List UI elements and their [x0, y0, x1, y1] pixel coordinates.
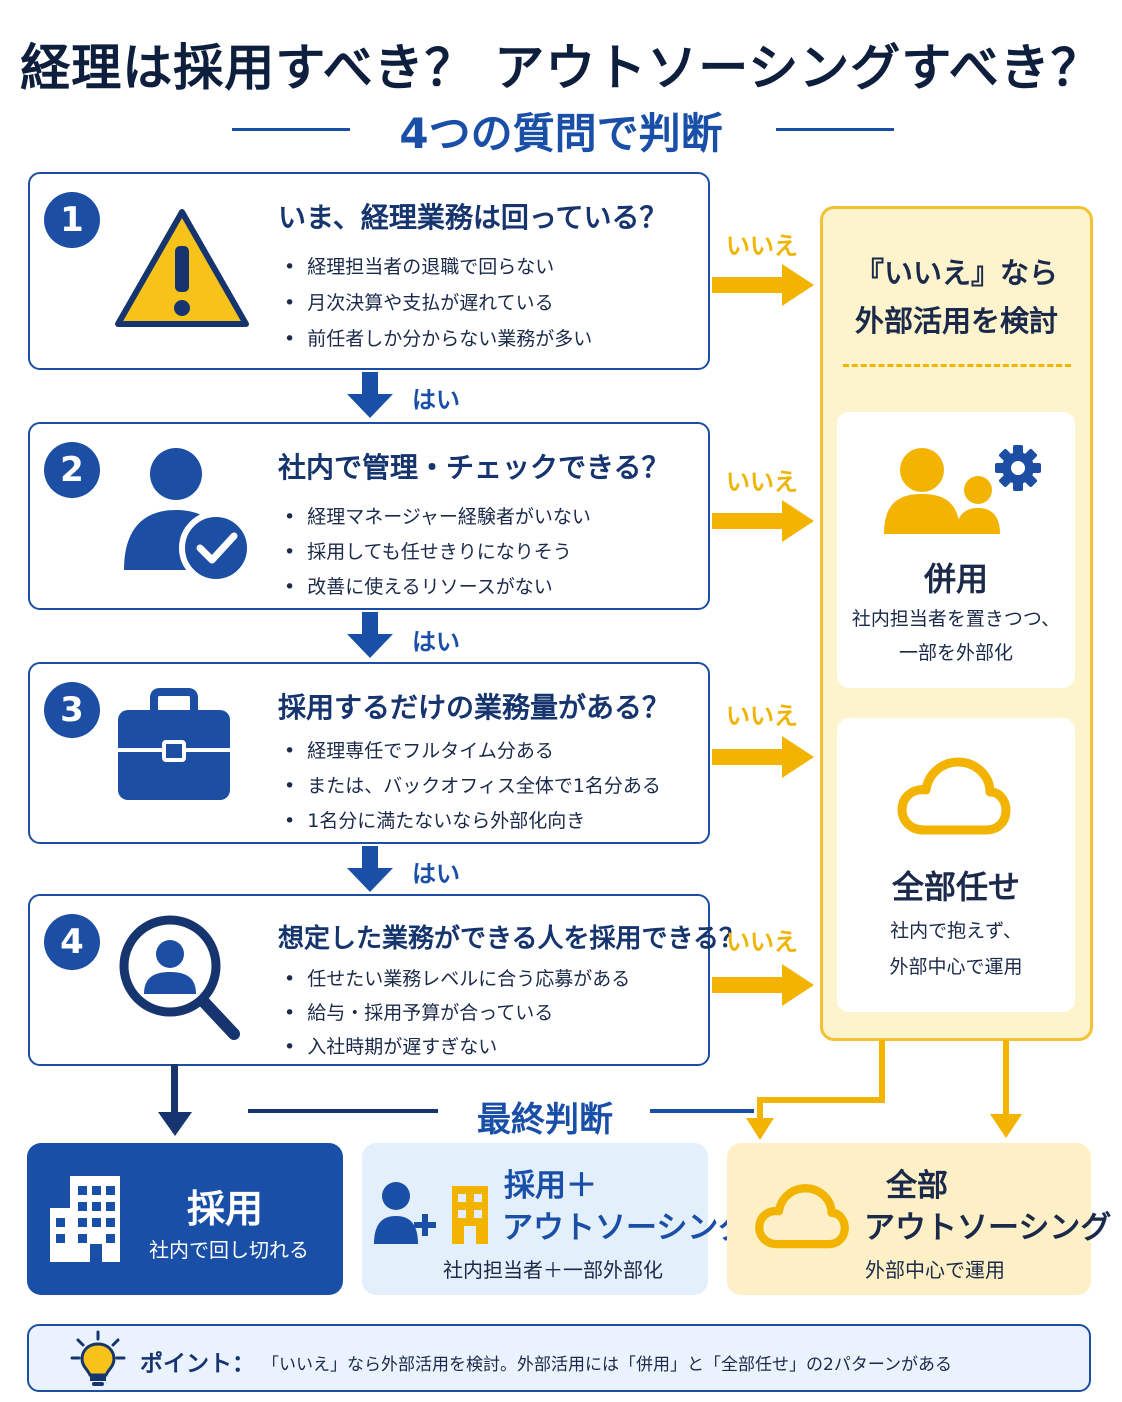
- user-plus-building-icon: [374, 1182, 488, 1244]
- result-full-title-line1: 全部: [886, 1168, 948, 1204]
- question-title-2: 社内で管理・チェックできる？: [278, 451, 670, 484]
- down-arrow-icon: [347, 612, 393, 658]
- question-3-bullet-2: または、バックオフィス全体で1名分ある: [284, 771, 661, 798]
- no-label-1: いいえ: [726, 232, 798, 260]
- connector-arrow-icon: [746, 1040, 885, 1140]
- option-card-full: [837, 718, 1075, 1012]
- point-text: 「いいえ」なら外部活用を検討。外部活用には「併用」と「全部任せ」の2パターンがあ…: [262, 1355, 952, 1375]
- result-full-desc: 外部中心で運用: [865, 1258, 1005, 1282]
- panel-heading-line1: 『いいえ』なら: [854, 256, 1058, 290]
- yes-label-1: はい: [412, 386, 460, 414]
- option-hybrid-desc-line1: 社内担当者を置きつつ、: [851, 608, 1061, 630]
- yes-label-2: はい: [412, 628, 460, 656]
- result-card-hybrid: [362, 1143, 708, 1295]
- question-title-1: いま、経理業務は回っている？: [278, 201, 668, 234]
- question-2-bullet-3: 改善に使えるリソースがない: [284, 572, 552, 599]
- down-arrow-icon: [347, 372, 393, 418]
- final-line-left: [248, 1109, 438, 1113]
- option-full-title: 全部任せ: [891, 868, 1020, 906]
- result-card-full-outsource: [727, 1143, 1091, 1295]
- question-3-bullet-1: 経理専任でフルタイム分ある: [284, 736, 554, 763]
- question-1-bullet-3: 前任者しか分からない業務が多い: [284, 324, 592, 351]
- page-subtitle: 4つの質問で判断: [399, 109, 723, 158]
- point-label: ポイント：: [140, 1351, 255, 1377]
- right-arrow-icon: [712, 264, 814, 306]
- option-full-desc-line2: 外部中心で運用: [889, 956, 1023, 978]
- option-full-desc-line1: 社内で抱えず、: [890, 920, 1022, 942]
- question-number-2: 2: [44, 442, 100, 498]
- result-hybrid-title-line1: 採用＋: [504, 1168, 597, 1204]
- final-judgement-label: 最終判断: [477, 1100, 613, 1140]
- question-4-bullet-3: 入社時期が遅すぎない: [284, 1032, 497, 1059]
- result-hire-title: 採用: [186, 1187, 263, 1231]
- result-hybrid-desc: 社内担当者＋一部外部化: [443, 1258, 663, 1282]
- warning-icon: [115, 209, 249, 327]
- result-full-title-line2: アウトソーシング: [864, 1210, 1112, 1246]
- question-1-bullet-1: 経理担当者の退職で回らない: [284, 252, 554, 279]
- down-arrow-icon: [347, 846, 393, 892]
- yes-label-3: はい: [412, 860, 460, 888]
- option-hybrid-title: 併用: [923, 560, 988, 598]
- question-title-4: 想定した業務ができる人を採用できる？: [278, 924, 745, 954]
- search-user-icon: [119, 915, 240, 1040]
- question-box-1: 1 いま、経理業務は回っている？ 経理担当者の退職で回らない 月次決算や支払が遅…: [28, 172, 710, 370]
- team-gear-icon: [884, 445, 1041, 534]
- question-box-3: 3 採用するだけの業務量がある？ 経理専任でフルタイム分ある または、バックオフ…: [28, 662, 710, 844]
- question-title-3: 採用するだけの業務量がある？: [278, 691, 671, 724]
- option-card-hybrid: [837, 412, 1075, 688]
- lightbulb-icon: [70, 1330, 126, 1386]
- cloud-icon: [755, 1184, 849, 1249]
- right-arrow-icon: [712, 736, 814, 778]
- question-box-4: 4 想定した業務ができる人を採用できる？ 任せたい業務レベルに合う応募がある 給…: [28, 894, 745, 1066]
- question-4-bullet-1: 任せたい業務レベルに合う応募がある: [284, 964, 630, 991]
- result-hybrid-title-line2: アウトソーシング: [502, 1210, 750, 1246]
- user-check-icon: [124, 448, 253, 585]
- no-label-3: いいえ: [726, 702, 798, 730]
- subtitle-line-right: [776, 128, 894, 131]
- question-number-1: 1: [44, 192, 100, 248]
- option-hybrid-desc-line2: 一部を外部化: [898, 642, 1013, 664]
- right-arrow-icon: [712, 964, 814, 1006]
- no-label-4: いいえ: [726, 928, 798, 956]
- question-3-bullet-3: 1名分に満たないなら外部化向き: [284, 806, 585, 833]
- question-number-3: 3: [44, 682, 100, 738]
- subtitle-line-left: [232, 128, 350, 131]
- point-box: [27, 1324, 1091, 1392]
- cloud-icon: [897, 757, 1011, 835]
- panel-heading-line2: 外部活用を検討: [854, 304, 1058, 338]
- no-label-2: いいえ: [726, 468, 798, 496]
- right-arrow-icon: [712, 500, 814, 542]
- question-2-bullet-1: 経理マネージャー経験者がいない: [284, 502, 591, 529]
- briefcase-icon: [118, 688, 230, 800]
- down-arrow-icon: [158, 1064, 192, 1136]
- question-number-4: 4: [44, 914, 100, 970]
- down-arrow-icon: [990, 1040, 1022, 1138]
- result-hire-desc: 社内で回し切れる: [149, 1238, 309, 1262]
- question-2-bullet-2: 採用しても任せきりになりそう: [284, 537, 571, 564]
- final-line-right: [650, 1109, 754, 1113]
- building-icon: [50, 1176, 120, 1262]
- page-title: 経理は採用すべき？ アウトソーシングすべき？: [20, 39, 1102, 97]
- question-4-bullet-2: 給与・採用予算が合っている: [284, 998, 553, 1025]
- question-1-bullet-2: 月次決算や支払が遅れている: [284, 288, 553, 315]
- panel-divider: [843, 364, 1071, 367]
- question-box-2: 2 社内で管理・チェックできる？ 経理マネージャー経験者がいない 採用しても任せ…: [28, 422, 710, 610]
